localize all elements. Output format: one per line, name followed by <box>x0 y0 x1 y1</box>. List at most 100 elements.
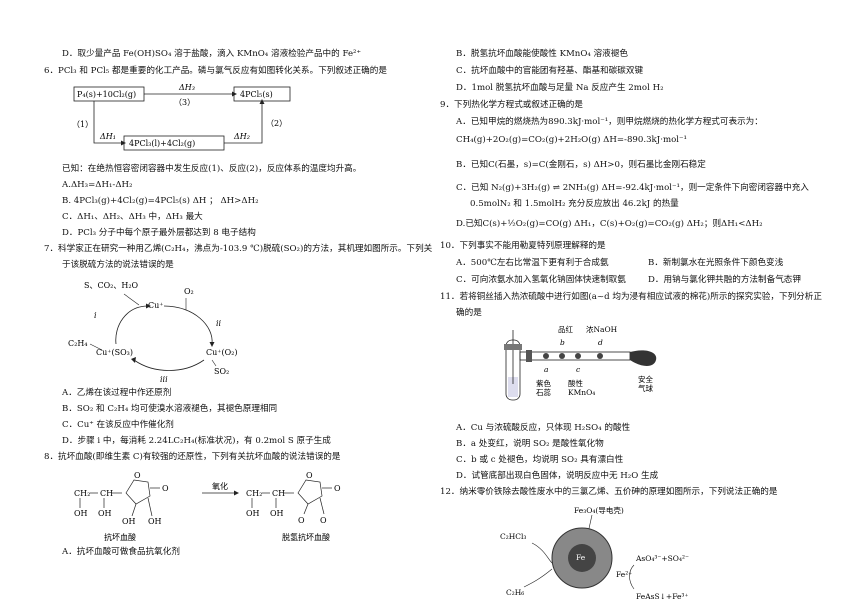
q6-arrowhead-1 <box>121 140 126 146</box>
q10-stem: 10．下列事实不能用勒夏特列原理解释的是 <box>440 241 606 251</box>
q9-option-a: A．已知甲烷的燃烧热为890.3kJ·mol⁻¹，则甲烷燃烧的热化学方程式可表示… <box>456 117 763 127</box>
q7-cuo2: Cu⁺(O₂) <box>206 348 238 357</box>
q7-option-b: B．SO₂ 和 C₂H₄ 均可使溴水溶液褪色，其褪色原理相同 <box>62 404 278 414</box>
q7-arrowhead-i <box>146 303 151 309</box>
q5-option-d: D．取少量产品 Fe(OH)SO₄ 溶于盐酸，滴入 KMnO₄ 溶液检验产品中的… <box>62 49 362 59</box>
q6-step3: （3） <box>174 98 195 107</box>
q6-arrow-2 <box>224 103 263 144</box>
q7-option-d: D．步骤 i 中，每消耗 2.24LC₂H₄(标准状况)，有 0.2mol S … <box>62 436 331 446</box>
lbl-fe2: Fe²⁺ <box>616 570 632 579</box>
oxidation-arrowhead <box>234 490 239 496</box>
q7-o2: O₂ <box>184 287 194 296</box>
q7-stem-2: 于该脱硫方法的说法错误的是 <box>62 260 174 270</box>
q7-arrowhead-ii <box>209 342 215 347</box>
q6-arrowhead-2 <box>259 99 265 104</box>
lbl-fe3o4: Fe₃O₄(导电壳) <box>574 505 624 515</box>
q6-cycle-diagram: P₄(s)+10Cl₂(g) 4PCl₅(s) 4PCl₃(l)+4Cl₂(g)… <box>72 83 291 151</box>
lbl-d: d <box>598 338 603 347</box>
aa-ch: CH <box>100 489 113 498</box>
q9-option-c: C．已知 N₂(g)+3H₂(g) ⇌ 2NH₃(g) ΔH=-92.4kJ·m… <box>456 183 809 193</box>
dha-ch: CH <box>272 489 285 498</box>
q11-stem: 11．若将铜丝插入热浓硫酸中进行如图(a~d 均为浸有相应试液的棉花)所示的探究… <box>440 292 822 302</box>
q9-option-a-eq: CH₄(g)+2O₂(g)=CO₂(g)+2H₂O(g) ΔH=-890.3kJ… <box>456 135 687 145</box>
q6-dh2: ΔH₂ <box>233 132 250 141</box>
q7-step-ii: ii <box>216 319 222 328</box>
q11-option-c: C．b 或 c 处褪色，均说明 SO₂ 具有漂白性 <box>456 455 624 465</box>
q11-option-d: D．试管底部出现白色固体，说明反应中无 H₂O 生成 <box>456 471 659 481</box>
aa-oh-2: OH <box>98 509 112 518</box>
dha-name: 脱氢抗坏血酸 <box>282 532 330 542</box>
q6-dh3: ΔH₃ <box>178 83 195 92</box>
q7-cu: Cu⁺ <box>148 301 164 310</box>
q6-option-d: D．PCl₃ 分子中每个原子最外层都达到 8 电子结构 <box>62 228 256 238</box>
q6-box2-text: 4PCl₅(s) <box>240 90 273 99</box>
dha-carbonyl-o: O <box>334 484 341 493</box>
lbl-fe-core: Fe <box>576 553 586 562</box>
c2hcl3-arrow <box>531 542 553 564</box>
q12-stem: 12．纳米零价铁除去酸性废水中的三氯乙烯、五价砷的原理如图所示，下列说法正确的是 <box>440 487 778 497</box>
q6-option-c: C．ΔH₁、ΔH₂、ΔH₃ 中，ΔH₃ 最大 <box>62 212 203 222</box>
q7-products: S、CO₂、H₂O <box>84 281 139 290</box>
dehydroascorbic-acid-structure: CH₂ CH O O OH OH O O 脱氢抗坏血酸 <box>246 471 341 542</box>
aa-ring-o: O <box>134 471 141 480</box>
q6-arrowhead-3 <box>232 91 237 97</box>
aa-ch2: CH₂ <box>74 489 90 498</box>
left-column: D．取少量产品 Fe(OH)SO₄ 溶于盐酸，滴入 KMnO₄ 溶液检验产品中的… <box>34 0 444 607</box>
lbl-naoh: 浓NaOH <box>586 325 618 334</box>
q10-option-d: D．用钠与氯化钾共融的方法制备气态钾 <box>648 275 801 285</box>
q6-step2: （2） <box>266 119 287 128</box>
q8-option-d: D．1mol 脱氢抗坏血酸与足量 Na 反应产生 2mol H₂ <box>456 83 664 93</box>
q6-option-b: B. 4PCl₃(g)+4Cl₂(g)=4PCl₅(s) ΔH ； ΔH>ΔH₂ <box>62 196 259 206</box>
dha-keto-o-2: O <box>320 516 327 525</box>
q11-stem-2: 确的是 <box>456 308 482 318</box>
ascorbic-acid-structure: CH₂ CH O O OH OH OH OH 抗坏血酸 <box>74 471 169 542</box>
q8-option-b: B．脱氢抗坏血酸能使酸性 KMnO₄ 溶液褪色 <box>456 49 628 59</box>
q7-stem: 7．科学家正在研究一种用乙烯(C₂H₄，沸点为-103.9 ℃)脱硫(SO₂)的… <box>44 244 433 254</box>
q7-arc-i <box>115 305 149 345</box>
lbl-c2hcl3: C₂HCl₃ <box>500 532 526 541</box>
q7-cuso3: Cu⁺(SO₃) <box>96 348 133 357</box>
cotton-a <box>543 353 549 359</box>
q7-arrowhead-iii <box>131 357 136 363</box>
lbl-feass: FeAsS↓+Fe³⁺ <box>636 592 688 601</box>
q8-stem: 8．抗坏血酸(即维生素 C)有较强的还原性，下列有关抗坏血酸的说法错误的是 <box>44 452 341 462</box>
q7-so2-arrow <box>211 359 217 367</box>
right-column: B．脱氢抗坏血酸能使酸性 KMnO₄ 溶液褪色 C．抗坏血酸中的官能团有羟基、酯… <box>436 0 836 607</box>
q7-so2: SO₂ <box>214 367 229 376</box>
q6-note: 已知：在绝热恒容密闭容器中发生反应(1)、反应(2)，反应体系的温度均升高。 <box>62 164 362 174</box>
q7-c2h4: C₂H₄ <box>68 339 88 348</box>
q9-option-c-2: 0.5molN₂ 和 1.5molH₂ 充分反应放出 46.2kJ 的热量 <box>470 199 679 209</box>
dha-keto-o-1: O <box>298 516 305 525</box>
q11-option-b: B．a 处变红，说明 SO₂ 是酸性氧化物 <box>456 439 604 449</box>
oxidation-label: 氧化 <box>212 481 228 491</box>
acid-liquid <box>508 377 518 397</box>
q12-nano-iron-diagram: Fe₃O₄(导电壳) Fe C₂HCl₃ C₂H₆ Fe²⁺ AsO₄³⁻+SO… <box>500 505 689 601</box>
q7-arc-ii <box>163 305 213 345</box>
q6-option-a: A.ΔH₃=ΔH₁-ΔH₂ <box>62 180 133 190</box>
lbl-a: a <box>544 365 548 374</box>
dha-oh-1: OH <box>246 509 260 518</box>
q7-step-iii: iii <box>160 375 168 384</box>
q10-option-c: C．可向浓氨水加入氢氧化钠固体快速制取氨 <box>456 275 626 285</box>
lbl-c: c <box>576 365 581 374</box>
cotton-d <box>597 353 603 359</box>
q9-option-b: B．已知C(石墨，s)=C(金刚石，s) ΔH>0，则石墨比金刚石稳定 <box>456 160 706 170</box>
aa-carbonyl-o: O <box>162 484 169 493</box>
q6-box1-text: P₄(s)+10Cl₂(g) <box>77 90 136 99</box>
as-arrow <box>629 564 635 590</box>
cotton-b <box>559 353 565 359</box>
stopper <box>504 344 522 350</box>
q6-arrow-1 <box>93 101 122 144</box>
q8-option-a: A．抗坏血酸可做食品抗氧化剂 <box>62 547 180 557</box>
q7-mechanism-diagram: S、CO₂、H₂O Cu⁺ O₂ i ii C₂H₄ Cu⁺(SO₃) Cu⁺(… <box>68 281 238 384</box>
lbl-pinhong: 品红 <box>558 324 573 334</box>
lbl-as: AsO₄³⁻+SO₄²⁻ <box>635 554 689 563</box>
q7-option-a: A．乙烯在该过程中作还原剂 <box>62 388 172 398</box>
cotton-c <box>575 353 581 359</box>
aa-oh-3: OH <box>122 517 136 526</box>
q9-stem: 9．下列热化学方程式或叙述正确的是 <box>440 100 583 110</box>
c2h6-arrow <box>523 568 553 588</box>
aa-name: 抗坏血酸 <box>104 532 136 542</box>
